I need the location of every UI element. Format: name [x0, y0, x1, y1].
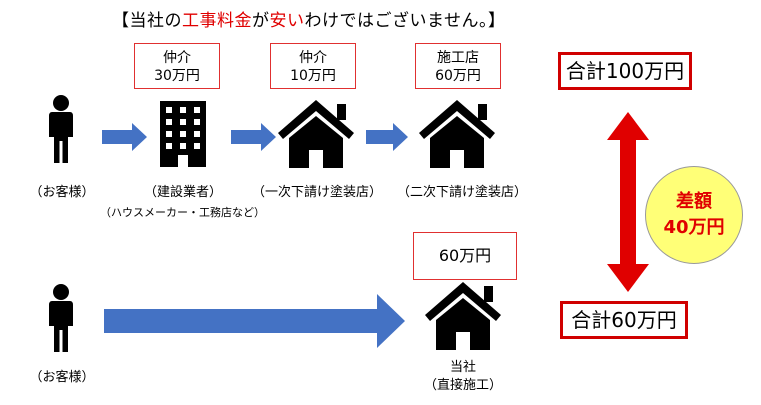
label-builder-note: （ハウスメーカー・工務店など） — [100, 206, 265, 219]
label-subcontractor-1: （一次下請け塗装店） — [251, 185, 382, 200]
label-company: 当社 — [449, 360, 476, 375]
label-customer-bottom: （お客様） — [29, 370, 95, 385]
label-subcontractor-2: （二次下請け塗装店） — [396, 185, 527, 200]
total-top: 合計100万円 — [558, 52, 692, 90]
arrow-right-icon-long — [104, 294, 405, 348]
person-icon-bottom — [49, 284, 73, 352]
house-icon-company — [425, 282, 501, 350]
label-builder: （建設業者） — [143, 185, 222, 200]
arrow-right-icon-1 — [102, 123, 147, 151]
total-bottom: 合計60万円 — [560, 301, 688, 339]
double-arrow-icon — [607, 112, 649, 292]
price-box-company: 60万円 — [413, 232, 517, 280]
arrow-right-icon-3 — [366, 123, 408, 151]
building-icon — [160, 101, 206, 167]
difference-badge: 差額 40万円 — [645, 166, 743, 264]
arrow-right-icon-2 — [231, 123, 276, 151]
house-icon-sub2 — [419, 100, 495, 168]
label-company-note: （直接施工） — [423, 378, 502, 393]
label-customer-top: （お客様） — [29, 185, 95, 200]
page-title: 【当社の工事料金が安いわけではございません。】 — [112, 11, 506, 31]
house-icon-sub1 — [278, 100, 354, 168]
person-icon-top — [49, 95, 73, 163]
